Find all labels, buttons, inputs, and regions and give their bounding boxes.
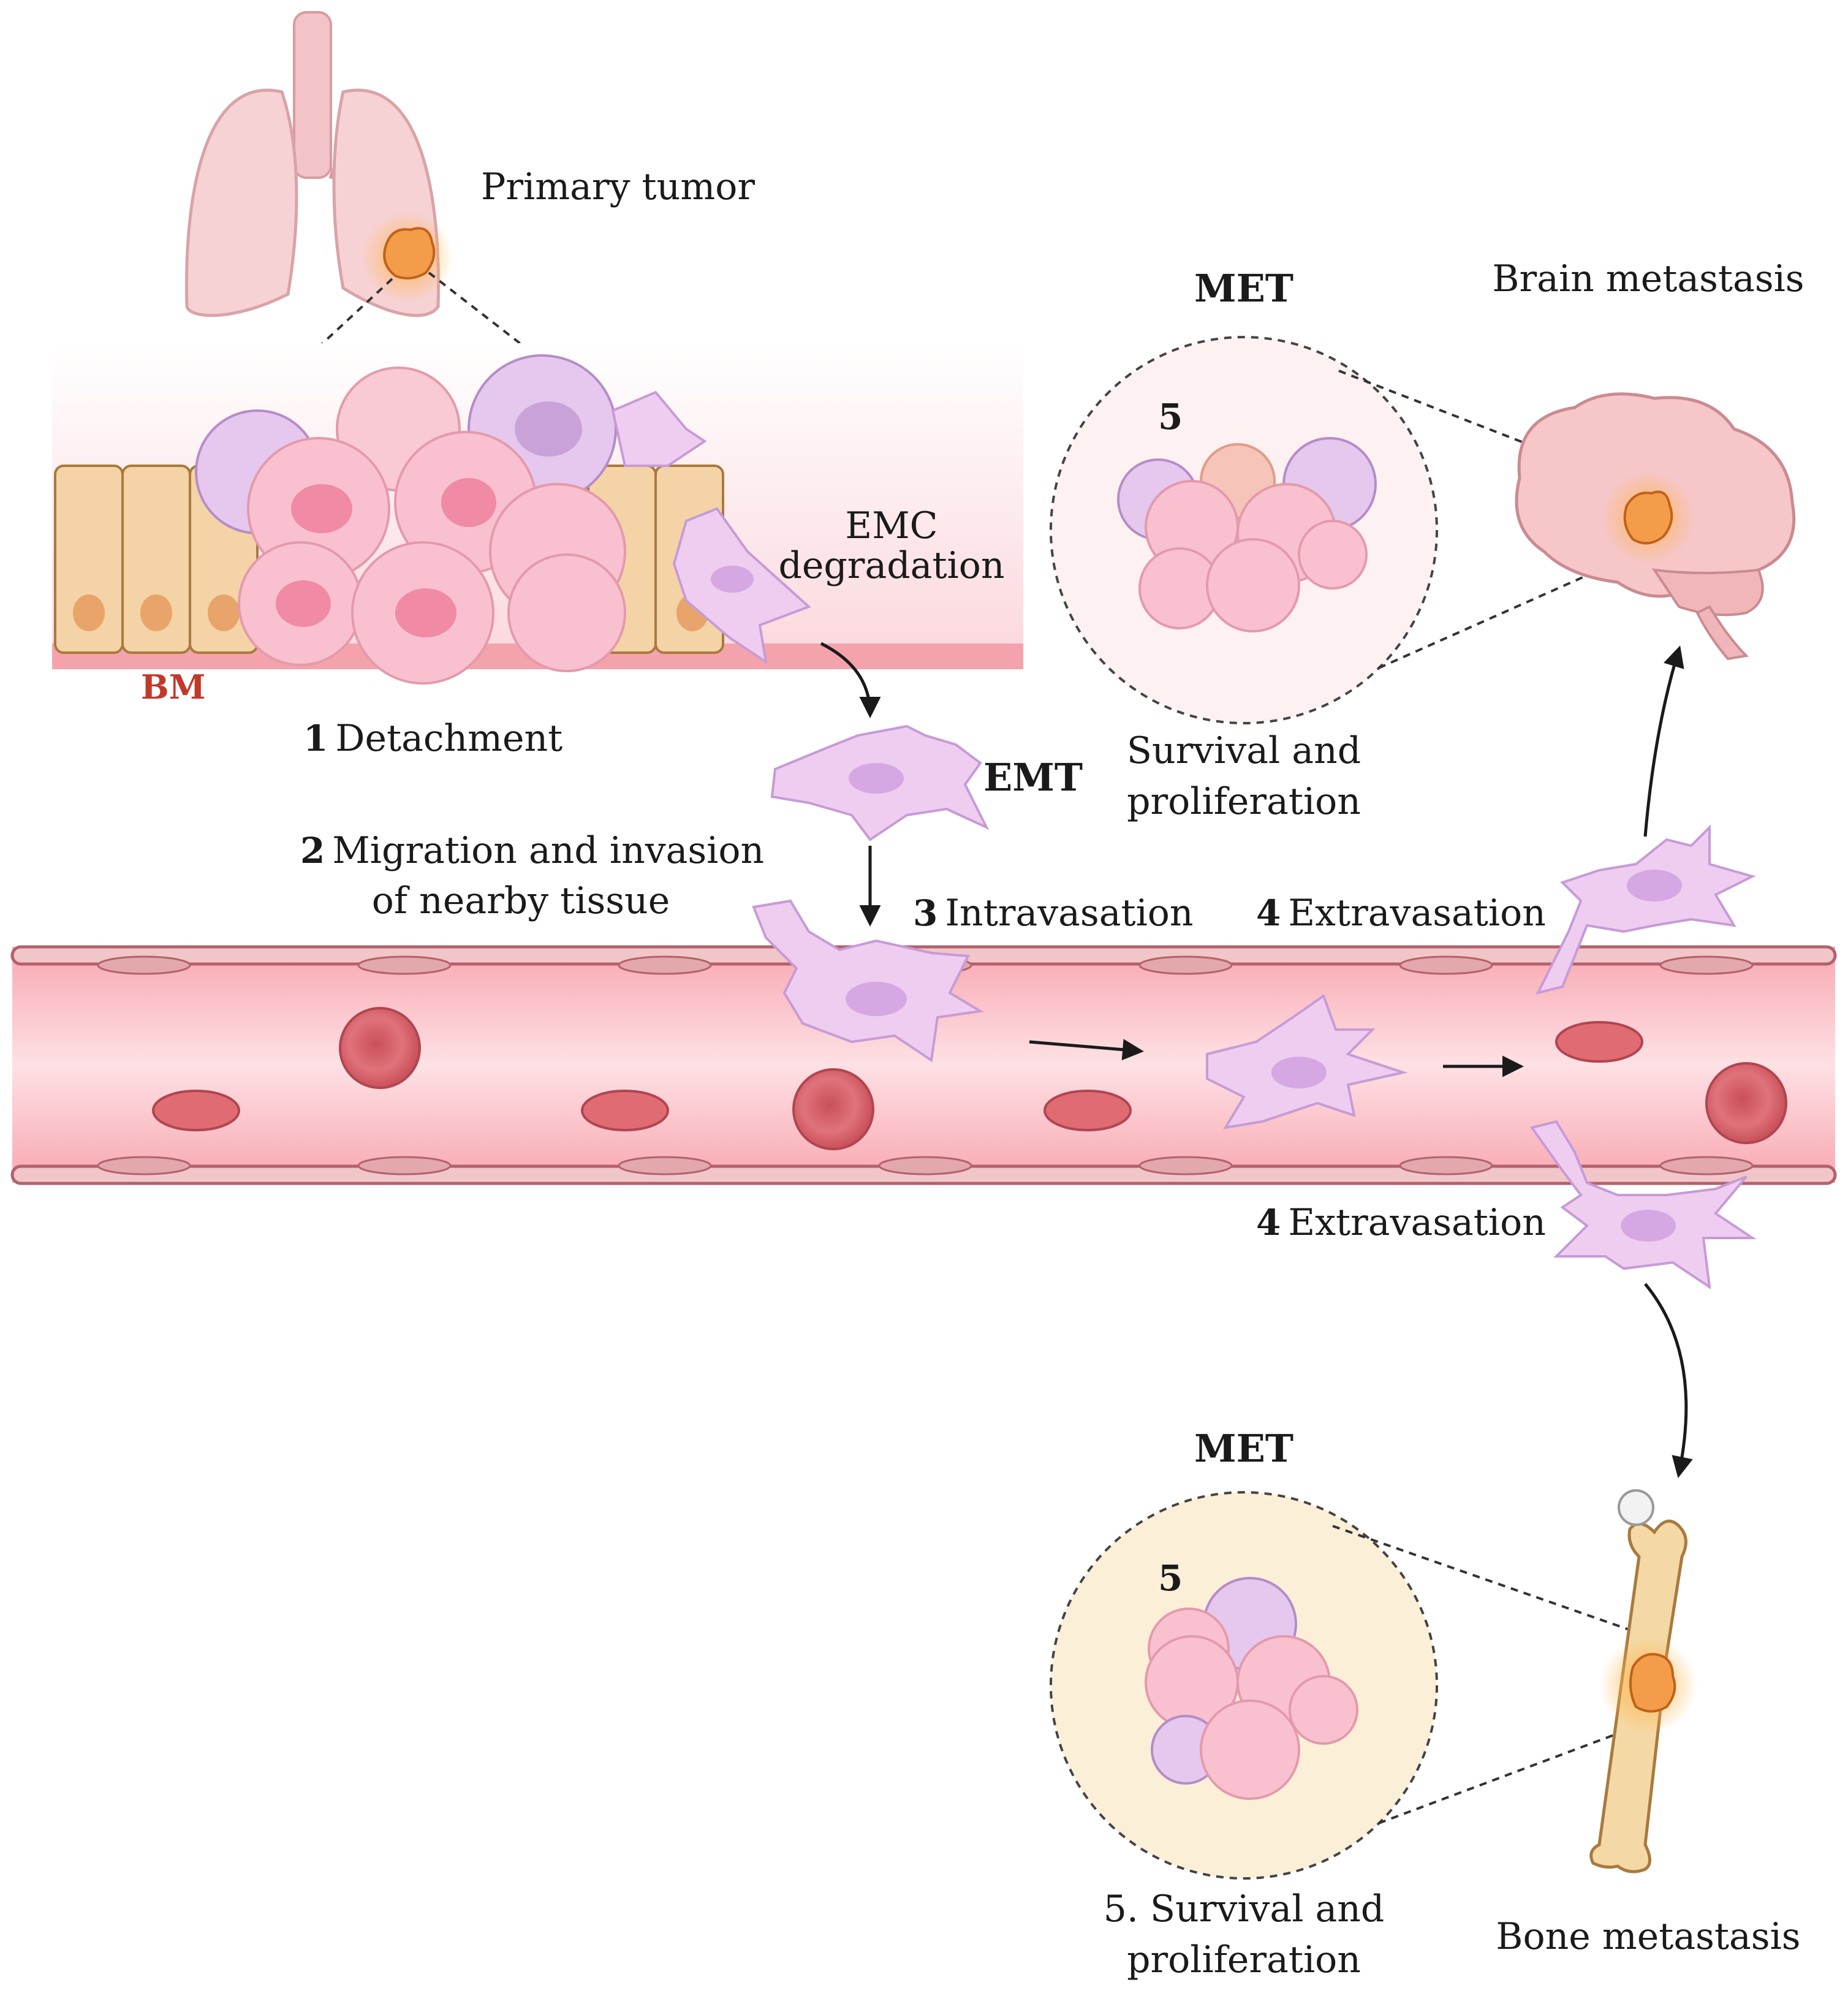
circulating-tumor-cell <box>1206 993 1408 1129</box>
met-top-label: MET <box>1194 266 1293 311</box>
extravasating-cell-lower <box>1529 1120 1757 1290</box>
emc-label-line1: EMC <box>845 504 937 547</box>
red-blood-cells <box>152 1007 1787 1150</box>
emc-label-line2: degradation <box>778 544 1004 587</box>
brain-metastasis-label: Brain metastasis <box>1492 257 1804 300</box>
five-top-label: 5 <box>1158 396 1183 438</box>
step2-number: 2 <box>300 830 325 871</box>
step3-number: 3 <box>913 892 937 934</box>
step1-text: Detachment <box>335 717 562 760</box>
survival-top-line2: proliferation <box>1127 780 1361 823</box>
step2-text-line1: Migration and invasion <box>332 829 764 872</box>
flow-arrow-1 <box>1029 1039 1144 1061</box>
tumor-cell-cluster <box>195 354 811 685</box>
bone-illustration <box>1589 1489 1697 1873</box>
arrow-to-brain <box>1643 645 1684 837</box>
step4-upper-text: Extravasation <box>1288 892 1546 935</box>
survival-bottom-line2: proliferation <box>1127 1938 1361 1981</box>
met-bottom-label: MET <box>1194 1426 1293 1471</box>
bone-metastasis-label: Bone metastasis <box>1496 1915 1800 1958</box>
step4-upper-number: 4 <box>1256 892 1281 934</box>
brain-zoom-line-top <box>1338 370 1655 495</box>
step1-number: 1 <box>303 718 328 759</box>
step4-lower-number: 4 <box>1256 1202 1281 1243</box>
emc-arrow <box>820 642 881 718</box>
extravasating-cell-upper <box>1536 824 1756 995</box>
bm-label: BM <box>141 667 205 707</box>
survival-top-line1: Survival and <box>1127 729 1361 772</box>
bone-zoom-circle <box>1050 1491 1438 1880</box>
step3-text: Intravasation <box>945 892 1193 935</box>
emt-cell <box>770 724 990 841</box>
step2-text-line2: of nearby tissue <box>372 879 670 922</box>
primary-tumor-mass <box>362 211 453 303</box>
blood-vessel <box>10 945 1837 1185</box>
brain-zoom-line-bottom <box>1378 544 1655 669</box>
intravasating-cell <box>752 899 984 1063</box>
brain-illustration <box>1515 392 1796 661</box>
five-bottom-label: 5 <box>1158 1557 1183 1599</box>
primary-tumor-label: Primary tumor <box>481 165 755 208</box>
step4-lower-text: Extravasation <box>1288 1201 1546 1244</box>
arrow-to-bone <box>1644 1283 1693 1478</box>
bone-zoom-line-top <box>1332 1525 1649 1638</box>
emt-label: EMT <box>983 755 1083 800</box>
survival-bottom-line1: 5. Survival and <box>1104 1888 1385 1930</box>
brain-zoom-circle <box>1050 336 1438 724</box>
